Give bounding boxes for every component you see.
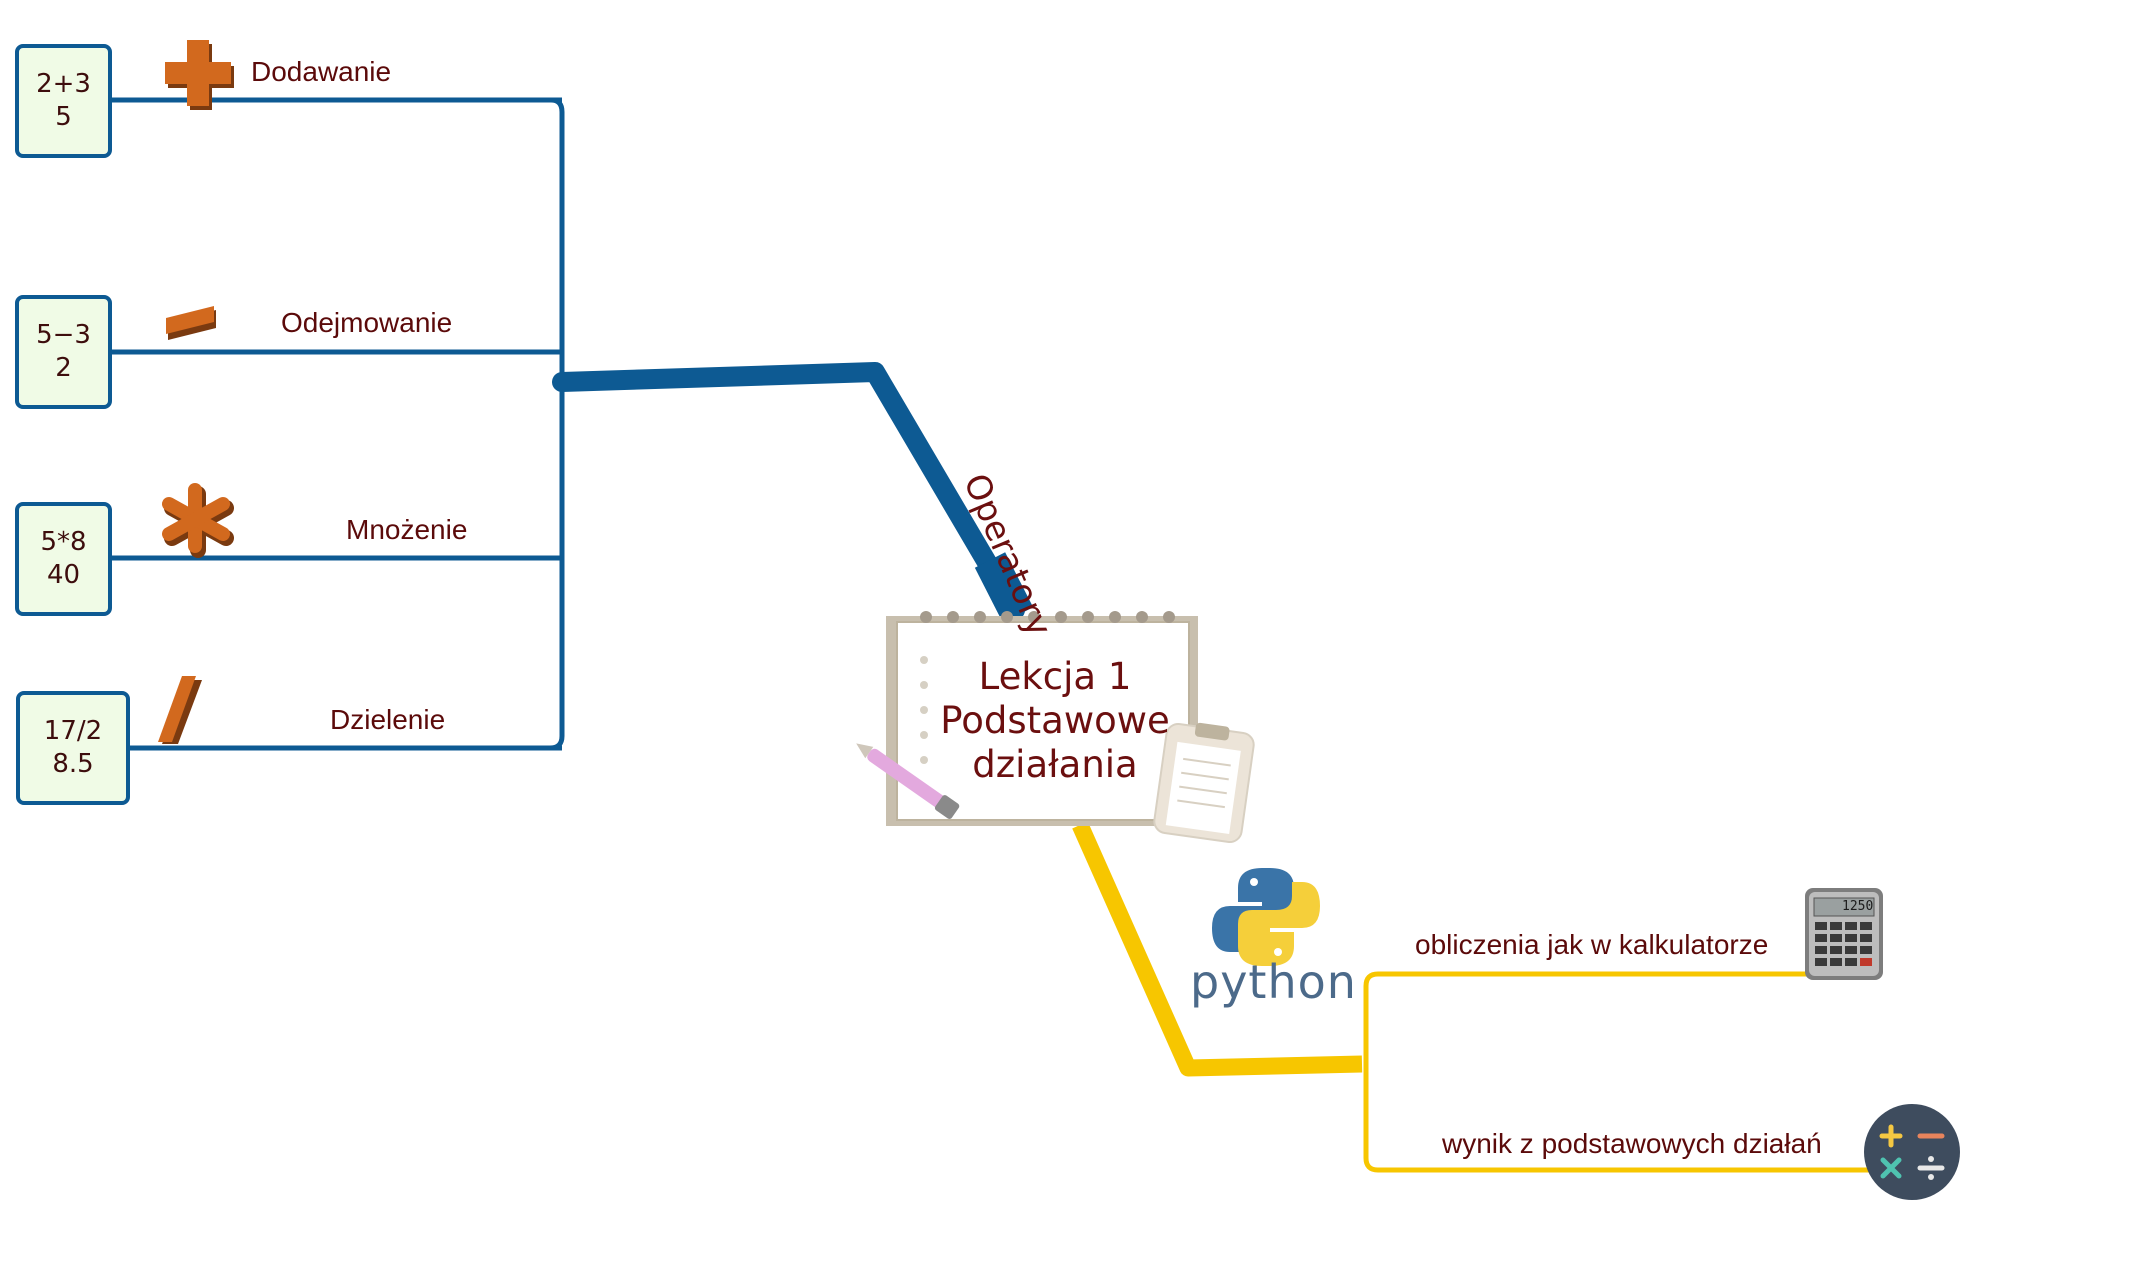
python-branch-trunk <box>1072 821 1363 1077</box>
clipboard-icon <box>1153 722 1255 844</box>
plus-symbol-icon <box>165 40 234 110</box>
division-example-result: 8.5 <box>52 749 94 779</box>
addition-example-box: 2+3 5 <box>15 44 112 158</box>
multiplication-example-expression: 5*8 <box>40 527 87 557</box>
operators-connector <box>549 97 565 751</box>
python-branch-connector <box>1363 971 1875 1173</box>
subtraction-example-expression: 5−3 <box>36 320 91 350</box>
subtraction-example-result: 2 <box>55 353 72 383</box>
minus-symbol-icon <box>166 306 216 340</box>
basic-operations-topic-label: wynik z podstawowych działań <box>1442 1128 1822 1159</box>
calculator-display: 1250 <box>1842 899 1874 914</box>
addition-label: Dodawanie <box>251 56 392 87</box>
multiplication-example-box: 5*8 40 <box>15 502 112 616</box>
central-topic-line-2: Podstawowe <box>940 699 1170 742</box>
division-example-box: 17/2 8.5 <box>16 691 130 805</box>
division-example-expression: 17/2 <box>43 716 103 746</box>
notebook-icon <box>886 611 1198 826</box>
calculator-icon <box>1805 888 1883 980</box>
addition-example-result: 5 <box>55 102 72 132</box>
python-logo-icon <box>1212 868 1320 966</box>
central-topic: Lekcja 1 Podstawowe działania <box>905 655 1205 787</box>
math-operations-icon <box>1864 1104 1960 1200</box>
slash-symbol-icon <box>158 676 202 744</box>
central-topic-line-3: działania <box>972 743 1138 786</box>
asterisk-symbol-icon <box>162 483 234 558</box>
central-topic-line-1: Lekcja 1 <box>978 655 1132 698</box>
multiplication-label: Mnożenie <box>346 514 468 545</box>
pen-icon <box>856 743 960 819</box>
subtraction-label: Odejmowanie <box>281 307 453 338</box>
division-label: Dzielenie <box>330 704 446 735</box>
operators-branch-trunk <box>552 362 1025 620</box>
operators-branch-trunk-taper <box>974 552 1034 623</box>
calculator-topic-label: obliczenia jak w kalkulatorze <box>1415 929 1769 960</box>
multiplication-example-result: 40 <box>46 560 81 590</box>
python-wordmark: python <box>1190 955 1357 1009</box>
addition-example-expression: 2+3 <box>36 69 91 99</box>
subtraction-example-box: 5−3 2 <box>15 295 112 409</box>
